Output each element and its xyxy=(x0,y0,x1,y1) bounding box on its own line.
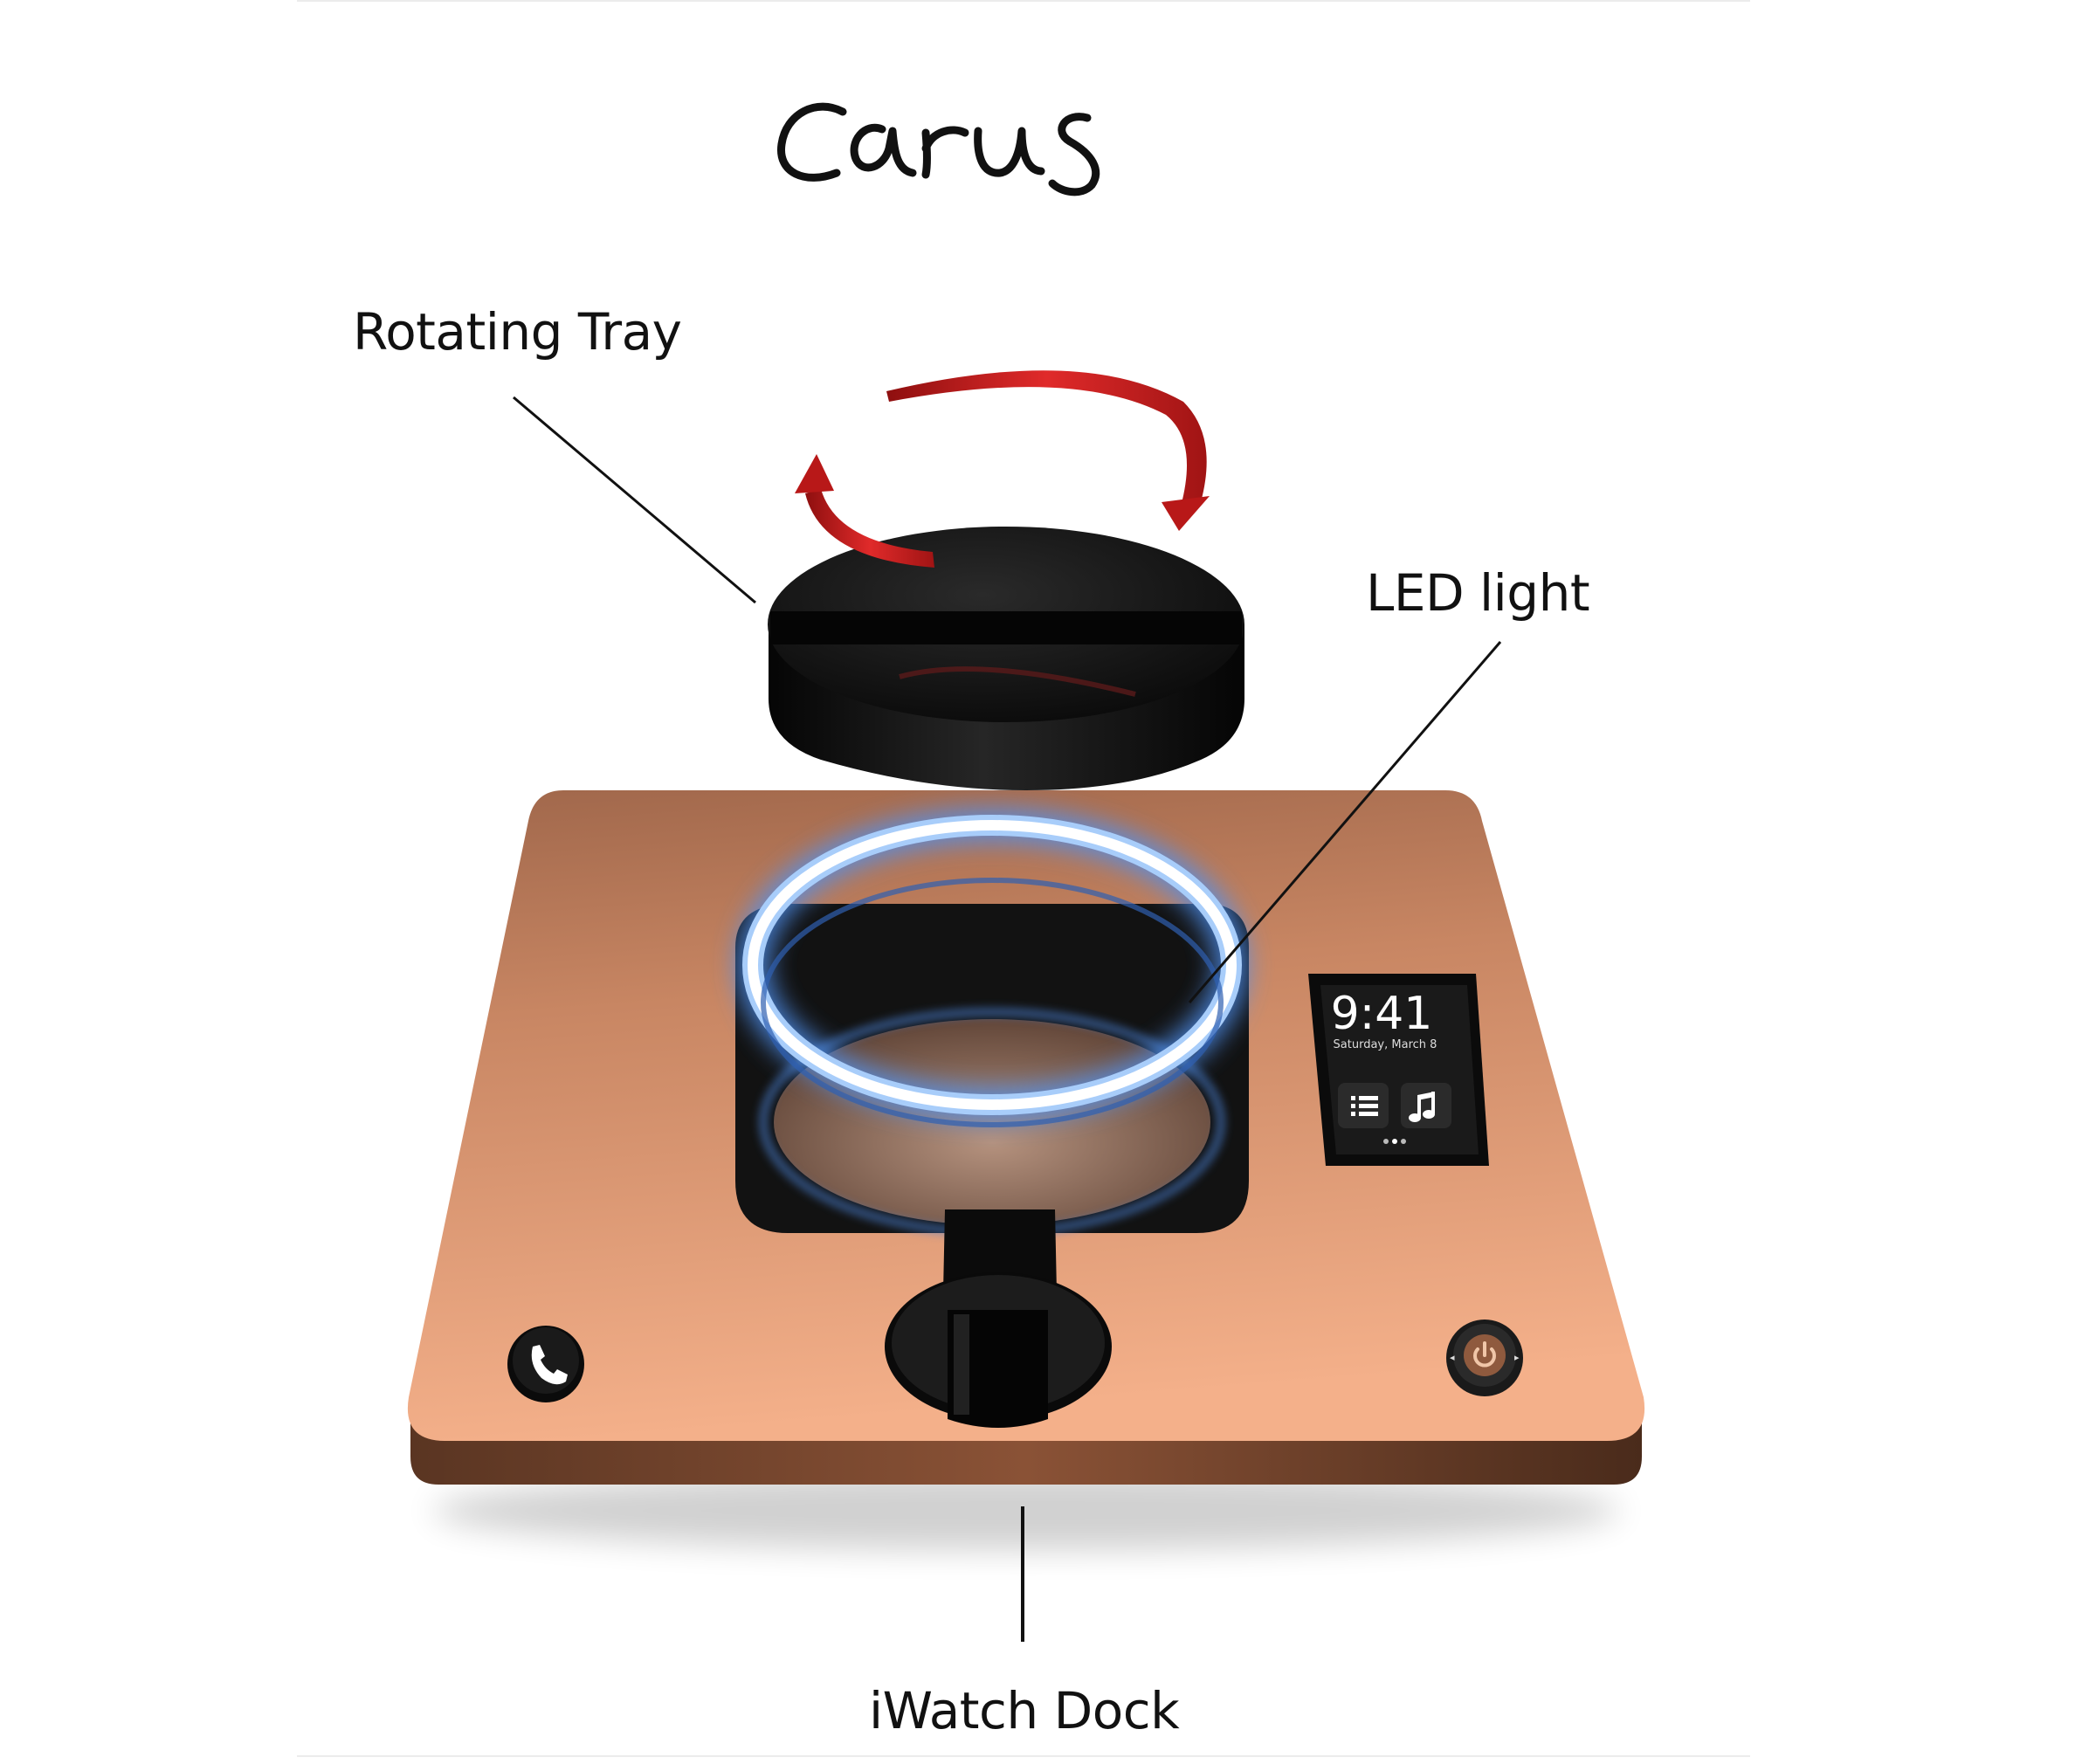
rotating-tray-label: Rotating Tray xyxy=(353,302,682,362)
watch-date: Saturday, March 8 xyxy=(1334,1038,1437,1051)
phone-button xyxy=(507,1326,584,1402)
dock-tab xyxy=(943,1209,1057,1292)
iwatch-dock-label: iWatch Dock xyxy=(869,1681,1180,1740)
list-icon xyxy=(1351,1096,1378,1116)
power-icon xyxy=(1473,1341,1496,1368)
led-ring xyxy=(736,809,1248,1127)
carus-logo xyxy=(777,102,1100,196)
phone-icon xyxy=(531,1345,568,1385)
power-button: ◂ ▸ xyxy=(1446,1320,1523,1396)
music-note-icon xyxy=(1409,1092,1435,1122)
watch-time: 9:41 xyxy=(1331,988,1433,1040)
top-divider xyxy=(297,0,1750,2)
watch-app-music xyxy=(1401,1083,1451,1128)
svg-text:◂: ◂ xyxy=(1450,1352,1455,1363)
leader-rotating-tray xyxy=(513,396,756,604)
page-dots xyxy=(1383,1139,1406,1144)
watch-display: 9:41 Saturday, March 8 xyxy=(1308,974,1489,1166)
bottom-divider xyxy=(297,1755,1750,1757)
rotating-tray xyxy=(768,527,1244,790)
rotation-arrow xyxy=(795,370,1210,568)
leader-led-light xyxy=(1188,641,1502,1003)
svg-text:▸: ▸ xyxy=(1514,1352,1520,1363)
base-shadow xyxy=(432,1471,1620,1550)
dock-connector xyxy=(948,1310,1048,1428)
led-light-label: LED light xyxy=(1366,563,1590,623)
